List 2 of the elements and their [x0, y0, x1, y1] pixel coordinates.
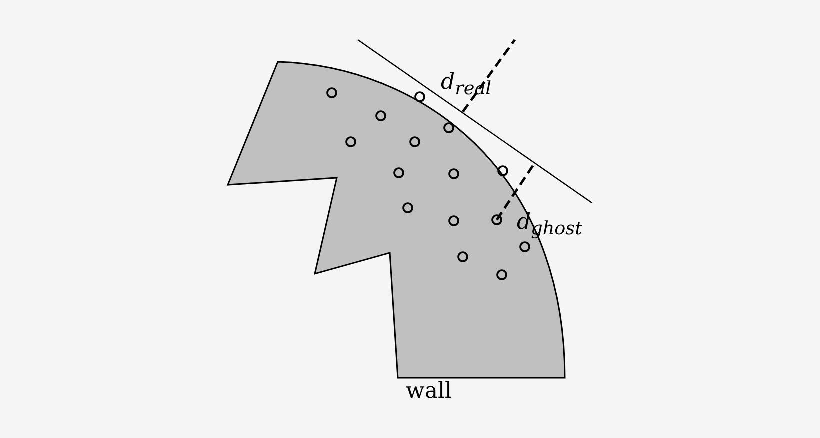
distance-label: d$_{real}$: [441, 72, 492, 99]
wall-label: wall: [406, 381, 452, 403]
